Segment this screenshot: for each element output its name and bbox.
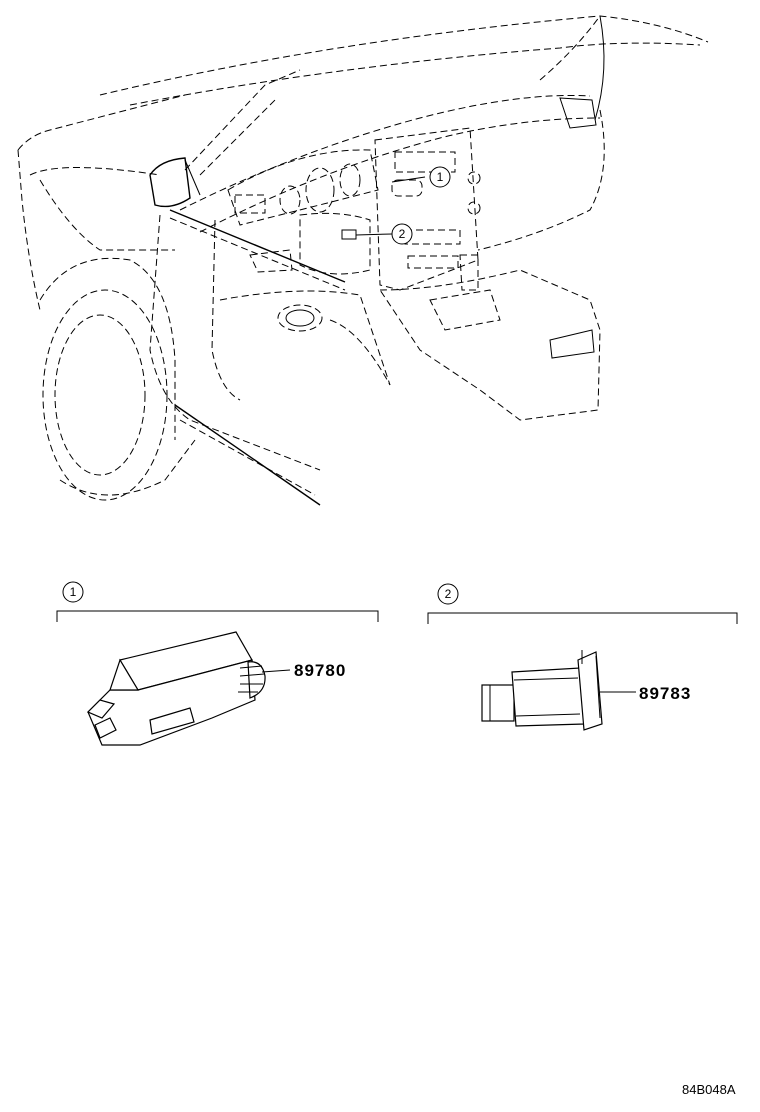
callout-2-label: 2 [399, 227, 406, 241]
callout-1-label: 1 [437, 170, 444, 184]
switch-sensor-part [481, 650, 603, 731]
control-module-part [86, 631, 266, 746]
part-group-2: 2 89783 [427, 583, 738, 731]
drawing-reference-code: 84B048A [682, 1082, 736, 1097]
part-number-89780: 89780 [294, 661, 346, 680]
vehicle-interior-illustration: 1 2 [17, 15, 709, 506]
group-1-index: 1 [70, 585, 77, 599]
part-group-1: 1 89780 [56, 581, 379, 746]
group-1-bracket [56, 610, 379, 622]
group-2-bracket [427, 612, 738, 624]
group-2-index: 2 [445, 587, 452, 601]
part-number-89783: 89783 [639, 684, 691, 703]
